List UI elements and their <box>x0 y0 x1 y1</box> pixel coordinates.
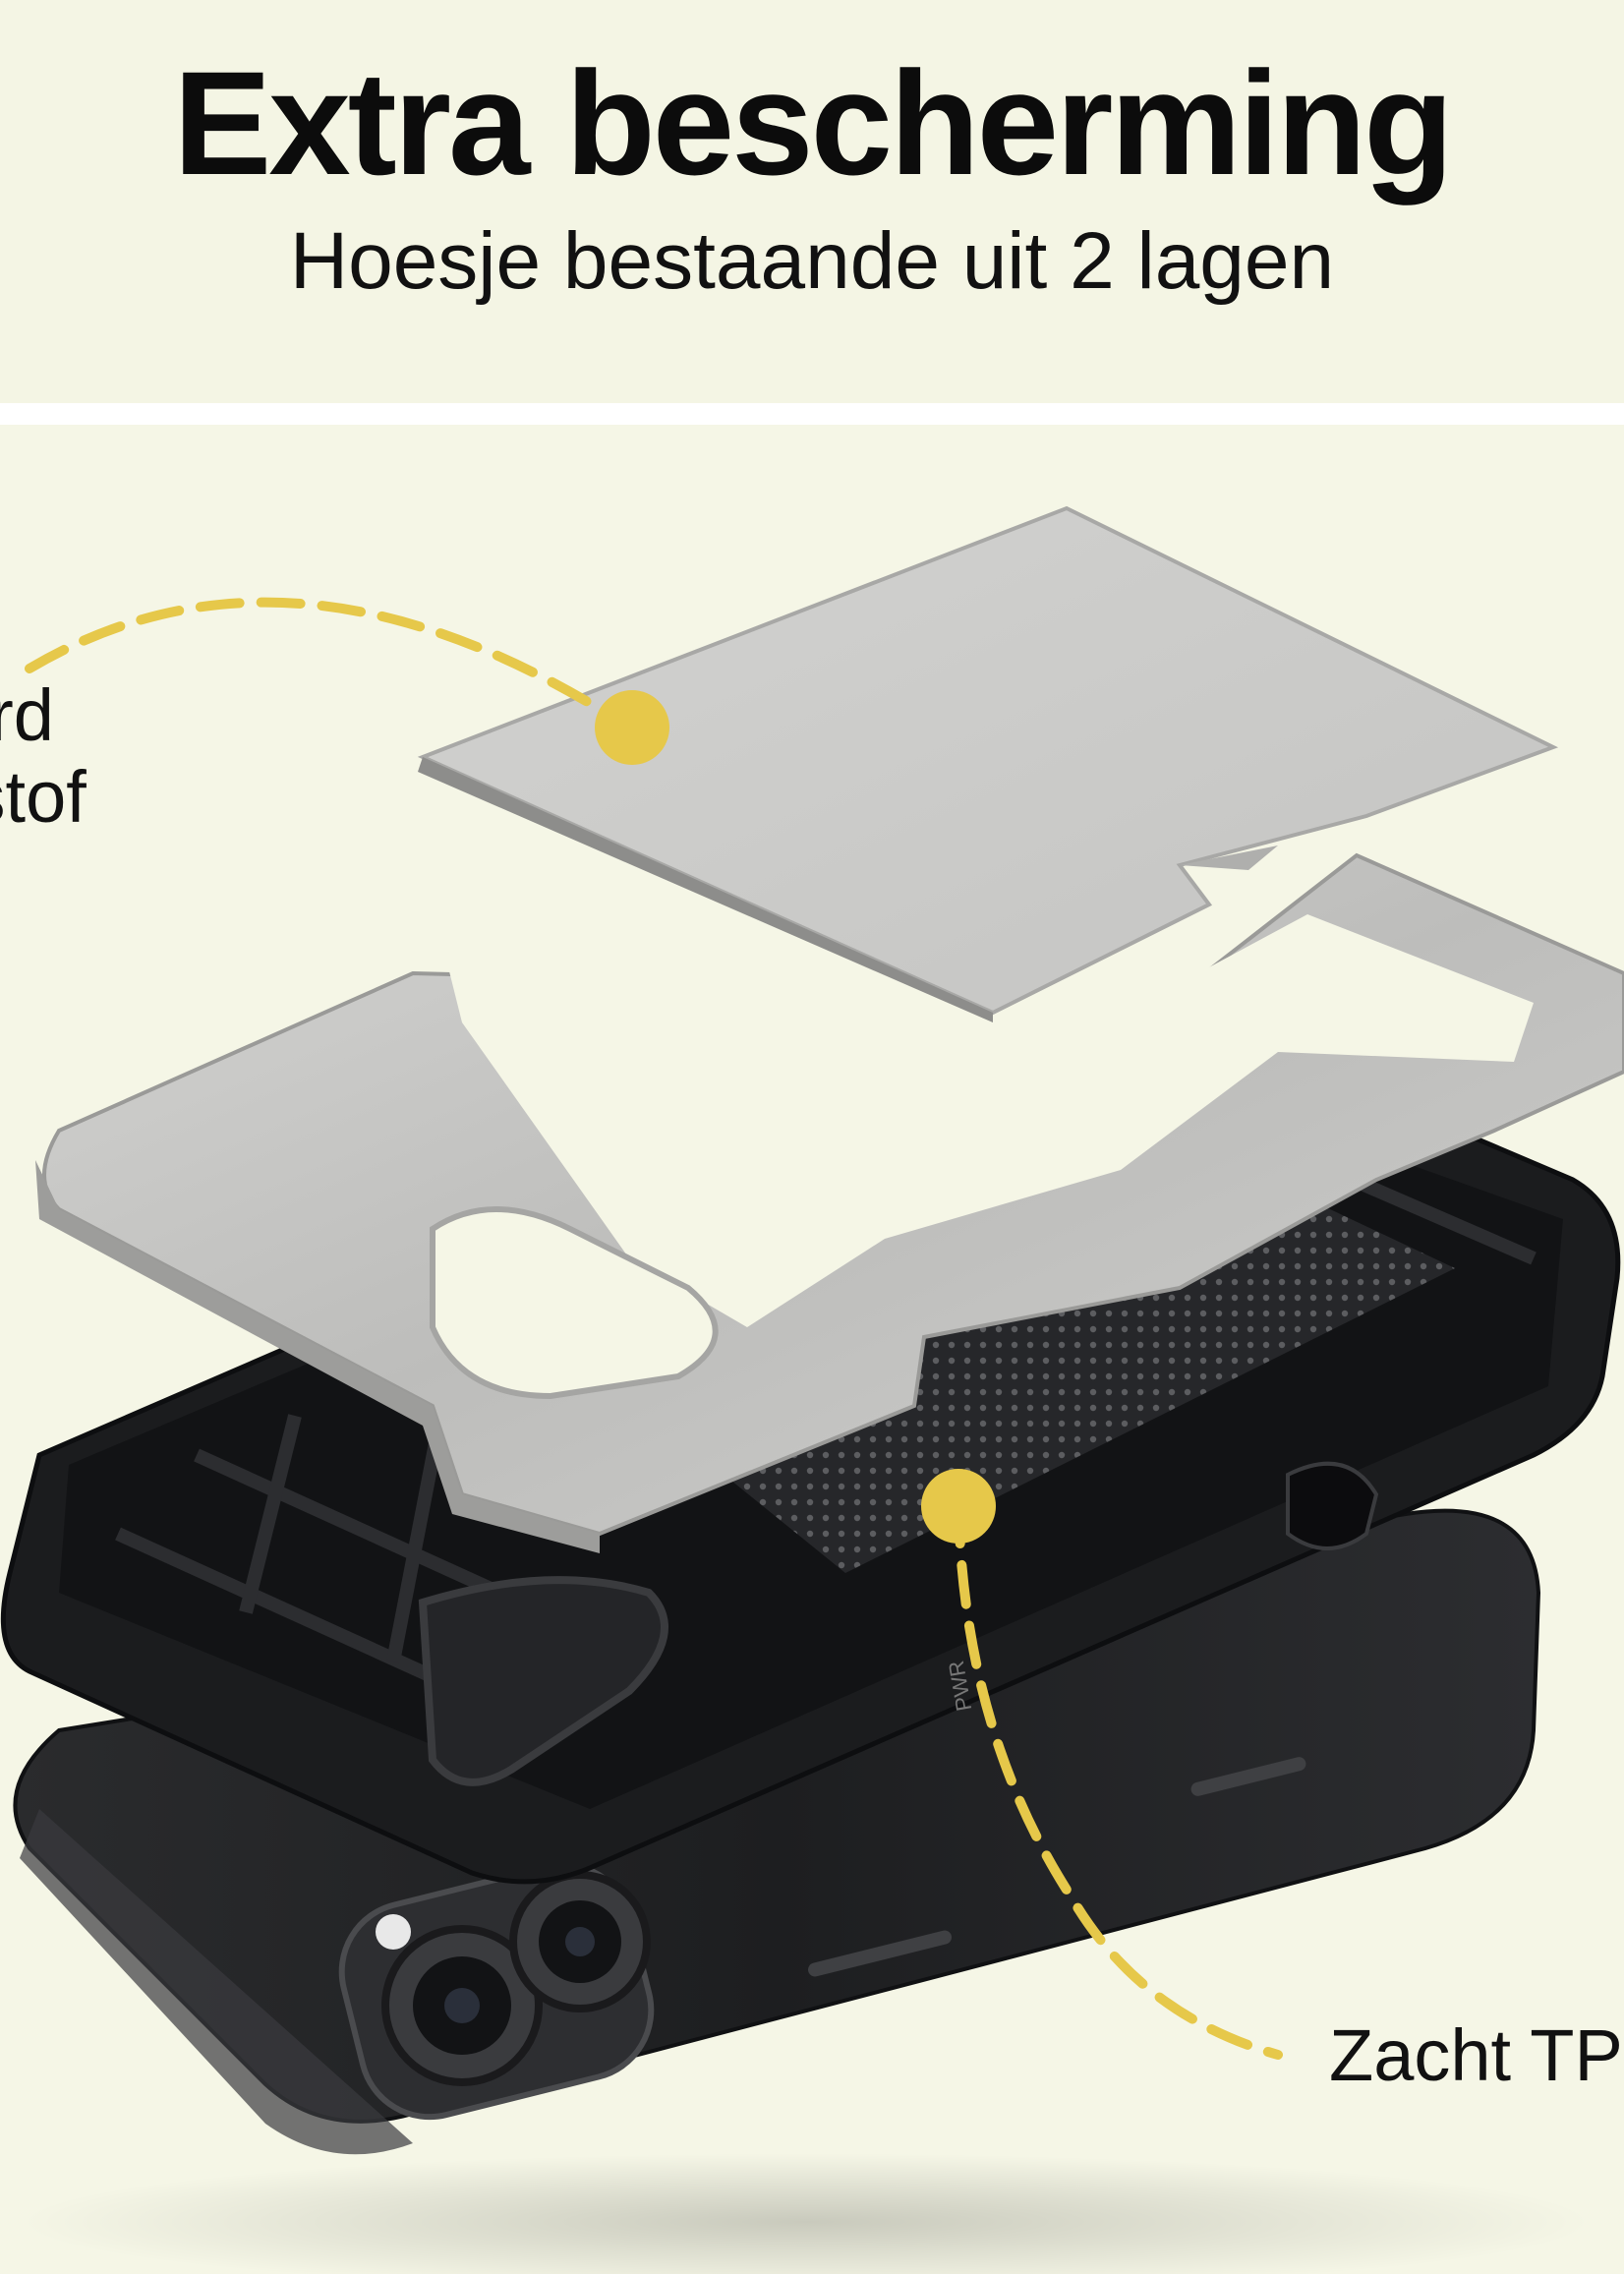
callout-label-line2: tstof <box>0 755 87 838</box>
header-banner: Extra bescherming Hoesje bestaande uit 2… <box>0 0 1624 403</box>
phone <box>13 1508 1541 2155</box>
card-plate <box>417 505 1559 1022</box>
camera-module <box>338 1861 655 2121</box>
page-subtitle: Hoesje bestaande uit 2 lagen <box>289 216 1335 306</box>
callout-label-soft: Zacht TP <box>1329 2014 1623 2096</box>
callout-label-hard: ard tstof <box>0 674 87 839</box>
callout-dot-hard-shell <box>595 690 669 765</box>
callout-label-line1: ard <box>0 674 54 756</box>
camera-cutout <box>418 1576 668 1786</box>
callout-line-right <box>954 1499 1283 2060</box>
floor-shadow <box>20 2153 1593 2274</box>
callout-line-left <box>25 597 634 732</box>
flash <box>376 1914 411 1950</box>
side-button <box>808 1930 952 1977</box>
divider <box>0 403 1624 425</box>
side-button <box>1190 1757 1306 1796</box>
hard-shell-frame <box>35 852 1624 1553</box>
callout-dot-tpu <box>921 1469 996 1544</box>
button-cutout <box>1286 1461 1379 1550</box>
page-title: Extra bescherming <box>173 40 1454 205</box>
camera-hole <box>430 1206 719 1400</box>
